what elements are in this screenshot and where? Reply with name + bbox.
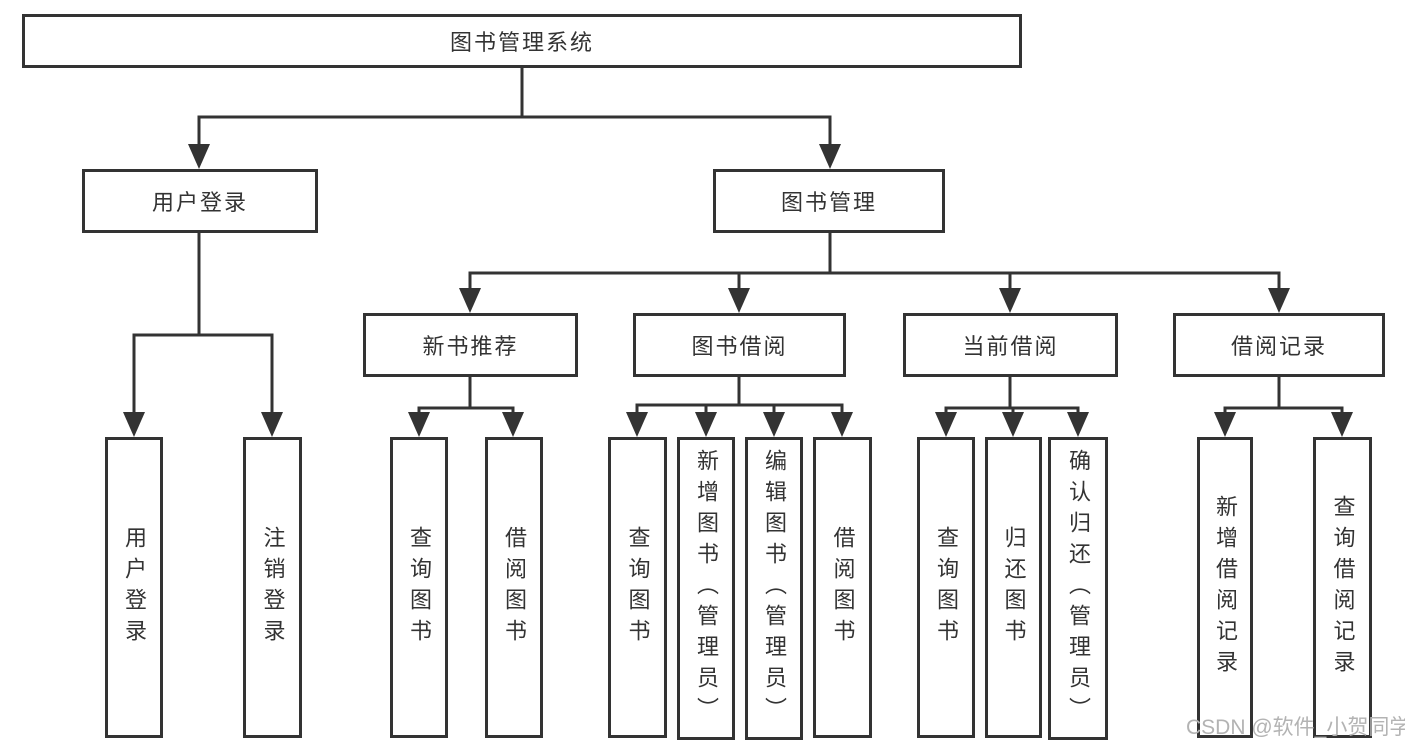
node-bb-edit-books-admin: 编辑图书（管理员） xyxy=(745,437,803,740)
node-bb-borrow-books: 借阅图书 xyxy=(813,437,872,738)
node-br-add-record: 新增借阅记录 xyxy=(1197,437,1253,738)
node-current-borrowing: 当前借阅 xyxy=(903,313,1118,377)
node-br-query-record: 查询借阅记录 xyxy=(1313,437,1372,738)
node-nb-borrow-books: 借阅图书 xyxy=(485,437,543,738)
node-login: 用户登录 xyxy=(105,437,163,738)
node-bb-query-books: 查询图书 xyxy=(608,437,667,738)
node-cb-return-books: 归还图书 xyxy=(985,437,1042,738)
node-borrowing-records: 借阅记录 xyxy=(1173,313,1385,377)
node-book-management: 图书管理 xyxy=(713,169,945,233)
node-nb-query-books: 查询图书 xyxy=(390,437,448,738)
node-cb-confirm-return-admin: 确认归还（管理员） xyxy=(1048,437,1108,740)
node-logout: 注销登录 xyxy=(243,437,302,738)
node-user-login: 用户登录 xyxy=(82,169,318,233)
node-new-book-recommendation: 新书推荐 xyxy=(363,313,578,377)
node-bb-add-books-admin: 新增图书（管理员） xyxy=(677,437,735,740)
node-cb-query-books: 查询图书 xyxy=(917,437,975,738)
node-library-system: 图书管理系统 xyxy=(22,14,1022,68)
node-book-borrowing: 图书借阅 xyxy=(633,313,846,377)
